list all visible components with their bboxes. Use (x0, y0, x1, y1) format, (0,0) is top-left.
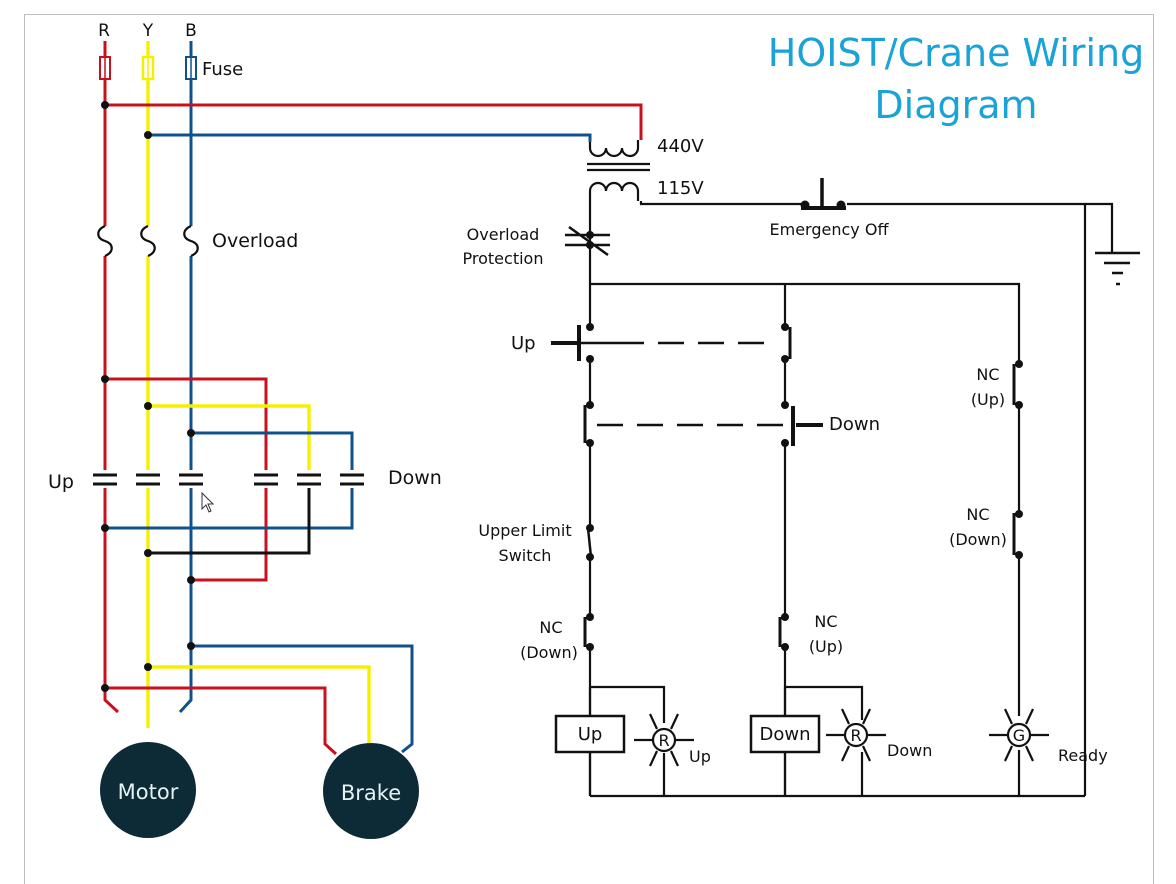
diagram-title-line2: Diagram (874, 83, 1037, 127)
phase-label-y: Y (142, 21, 154, 41)
ground-icon (1095, 251, 1140, 286)
contactor-down-label: Down (388, 467, 442, 489)
lamp-up-icon: R (634, 713, 694, 767)
secondary-voltage-label: 115V (657, 178, 704, 199)
brake: Brake (323, 743, 419, 839)
emergency-off-button (800, 178, 846, 210)
up-pushbutton-label: Up (511, 333, 536, 354)
overload-protection-label-2: Protection (463, 249, 544, 268)
transformer-icon (587, 140, 650, 201)
nc-down-right-label-2: (Down) (949, 530, 1007, 549)
up-nc-interlock-contact (583, 401, 594, 447)
up-nc-interlock-mid (781, 323, 792, 363)
up-pushbutton (551, 323, 618, 363)
svg-text:G: G (1013, 726, 1025, 745)
overload-protection-label-1: Overload (467, 225, 540, 244)
lamp-down-icon: R (826, 708, 886, 762)
coil-down-label: Down (759, 724, 810, 745)
svg-text:R: R (658, 731, 669, 750)
motor: Motor (100, 742, 196, 838)
lamp-up-label: Up (689, 747, 711, 766)
coil-up-label: Up (578, 724, 603, 745)
svg-text:R: R (850, 726, 861, 745)
phase-label-b: B (185, 21, 197, 41)
motor-label: Motor (118, 780, 179, 804)
contactor-up-contacts (93, 473, 203, 486)
brake-label: Brake (341, 781, 401, 805)
mouse-cursor-icon (201, 491, 215, 513)
down-pushbutton (597, 401, 823, 447)
primary-voltage-label: 440V (657, 136, 704, 157)
down-pushbutton-label: Down (829, 414, 880, 435)
lamp-ready-label: Ready (1058, 746, 1108, 765)
nc-up-mid-label-2: (Up) (809, 637, 843, 656)
fuse-label: Fuse (202, 59, 243, 80)
diagram-title-line1: HOIST/Crane Wiring (768, 31, 1145, 75)
overload-label: Overload (212, 230, 298, 252)
nc-down-left-label-1: NC (539, 618, 562, 637)
coil-up: Up (554, 714, 626, 754)
phase-b-line (178, 41, 193, 714)
nc-up-right-label-2: (Up) (971, 390, 1005, 409)
nc-up-mid-label-1: NC (814, 612, 837, 631)
lamp-down-label: Down (887, 741, 932, 760)
upper-limit-label-2: Switch (499, 546, 552, 565)
nc-down-right-label-1: NC (966, 505, 989, 524)
phase-label-r: R (98, 21, 110, 41)
contactor-up-label: Up (48, 471, 74, 493)
nc-down-contact-right (1012, 510, 1023, 559)
lamp-ready-icon: G (989, 708, 1049, 762)
nc-down-contact-left (583, 613, 594, 651)
phase-r-line (103, 41, 120, 714)
emergency-off-label: Emergency Off (770, 220, 890, 239)
coil-down: Down (749, 714, 821, 754)
nc-up-right-label-1: NC (976, 365, 999, 384)
contactor-down-contacts (254, 473, 364, 486)
nc-up-contact-right (1012, 360, 1023, 409)
overload-icons (97, 224, 199, 258)
nc-down-left-label-2: (Down) (520, 643, 578, 662)
overload-protection-contact (565, 225, 610, 257)
nc-up-contact-mid (778, 613, 789, 651)
upper-limit-switch (586, 524, 594, 561)
upper-limit-label-1: Upper Limit (478, 521, 571, 540)
